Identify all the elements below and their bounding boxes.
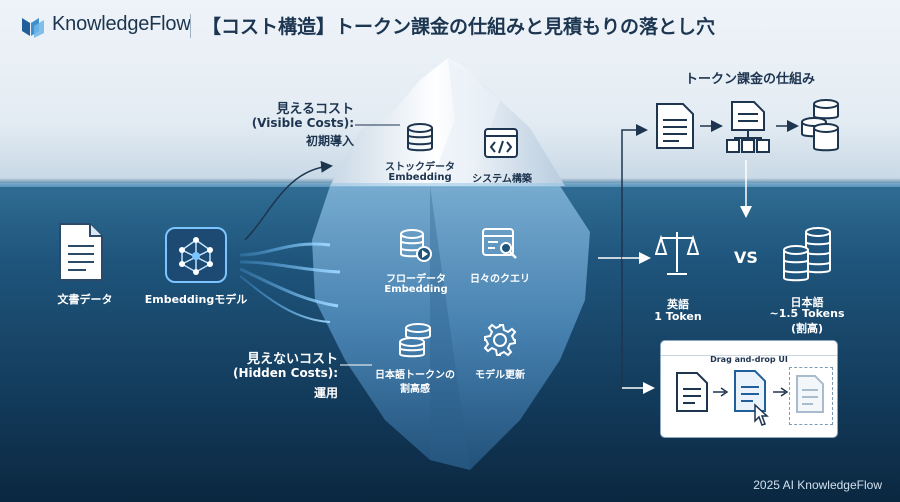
embedding-model-icon [165,227,227,283]
copyright: 2025 AI KnowledgeFlow [753,478,882,492]
hidden-costs-heading: 見えないコスト [246,352,338,367]
hidden-item-sublabel: 割高感 [400,384,430,395]
token-coins-icon [801,99,839,152]
coins-stack-icon [399,323,431,358]
visible-costs-subheading: (Visible Costs): [251,116,354,130]
hidden-item-label: 日々のクエリ [470,274,530,285]
visible-costs-caption: 初期導入 [305,134,354,148]
ui-card-title: Drag and-drop UI [710,355,788,364]
hidden-item-label: 日本語トークンの [375,370,455,381]
visible-costs-heading: 見えるコスト [276,102,354,117]
gear-icon [483,323,517,357]
visible-item-label: ストックデータ [385,162,455,173]
hidden-item-label: フローデータ [386,274,446,285]
hidden-item-sublabel: Embedding [384,284,448,295]
page-title: 【コスト構造】トークン課金の仕組みと見積もりの落とし穴 [202,16,716,38]
knowledgeflow-logo-icon [22,18,44,38]
japanese-tokens: ~1.5 Tokens [769,307,845,320]
tokenized-document-icon [726,101,770,153]
source-document-icon [656,103,694,149]
english-label: 英語 [667,298,689,311]
scale-icon [655,232,699,275]
hidden-costs-caption: 運用 [313,386,338,400]
document-icon [59,223,103,281]
drop-zone [789,367,833,425]
english-tokens: 1 Token [654,310,702,323]
model-label: Embeddingモデル [144,293,248,306]
iceberg-underwater [312,186,590,470]
arrow-right-icon [713,387,729,397]
hidden-costs-subheading: (Hidden Costs): [232,366,338,380]
header-divider [190,14,191,38]
token-billing-title: トークン課金の仕組み [684,72,815,87]
database-icon [407,123,433,152]
dragged-document-icon [734,370,769,426]
drag-drop-ui-card: Drag and-drop UI [660,340,838,438]
hidden-item-label: モデル更新 [475,370,525,381]
upload-document-icon [676,372,708,412]
document-label: 文書データ [57,293,113,306]
brand-name: KnowledgeFlow [52,13,191,35]
japanese-label: 日本語 [790,296,824,309]
japanese-coins-icon [783,227,831,282]
visible-item-label: システム構築 [472,174,532,185]
visible-item-sublabel: Embedding [388,172,452,183]
dropped-document-icon [796,375,824,413]
database-play-icon [400,229,432,262]
arrow-right-icon [773,387,789,397]
code-window-icon [484,128,518,158]
card-titlebar [661,341,837,356]
vs-label: VS [734,248,758,267]
japanese-note: (割高) [790,322,824,335]
search-window-icon [482,228,517,259]
